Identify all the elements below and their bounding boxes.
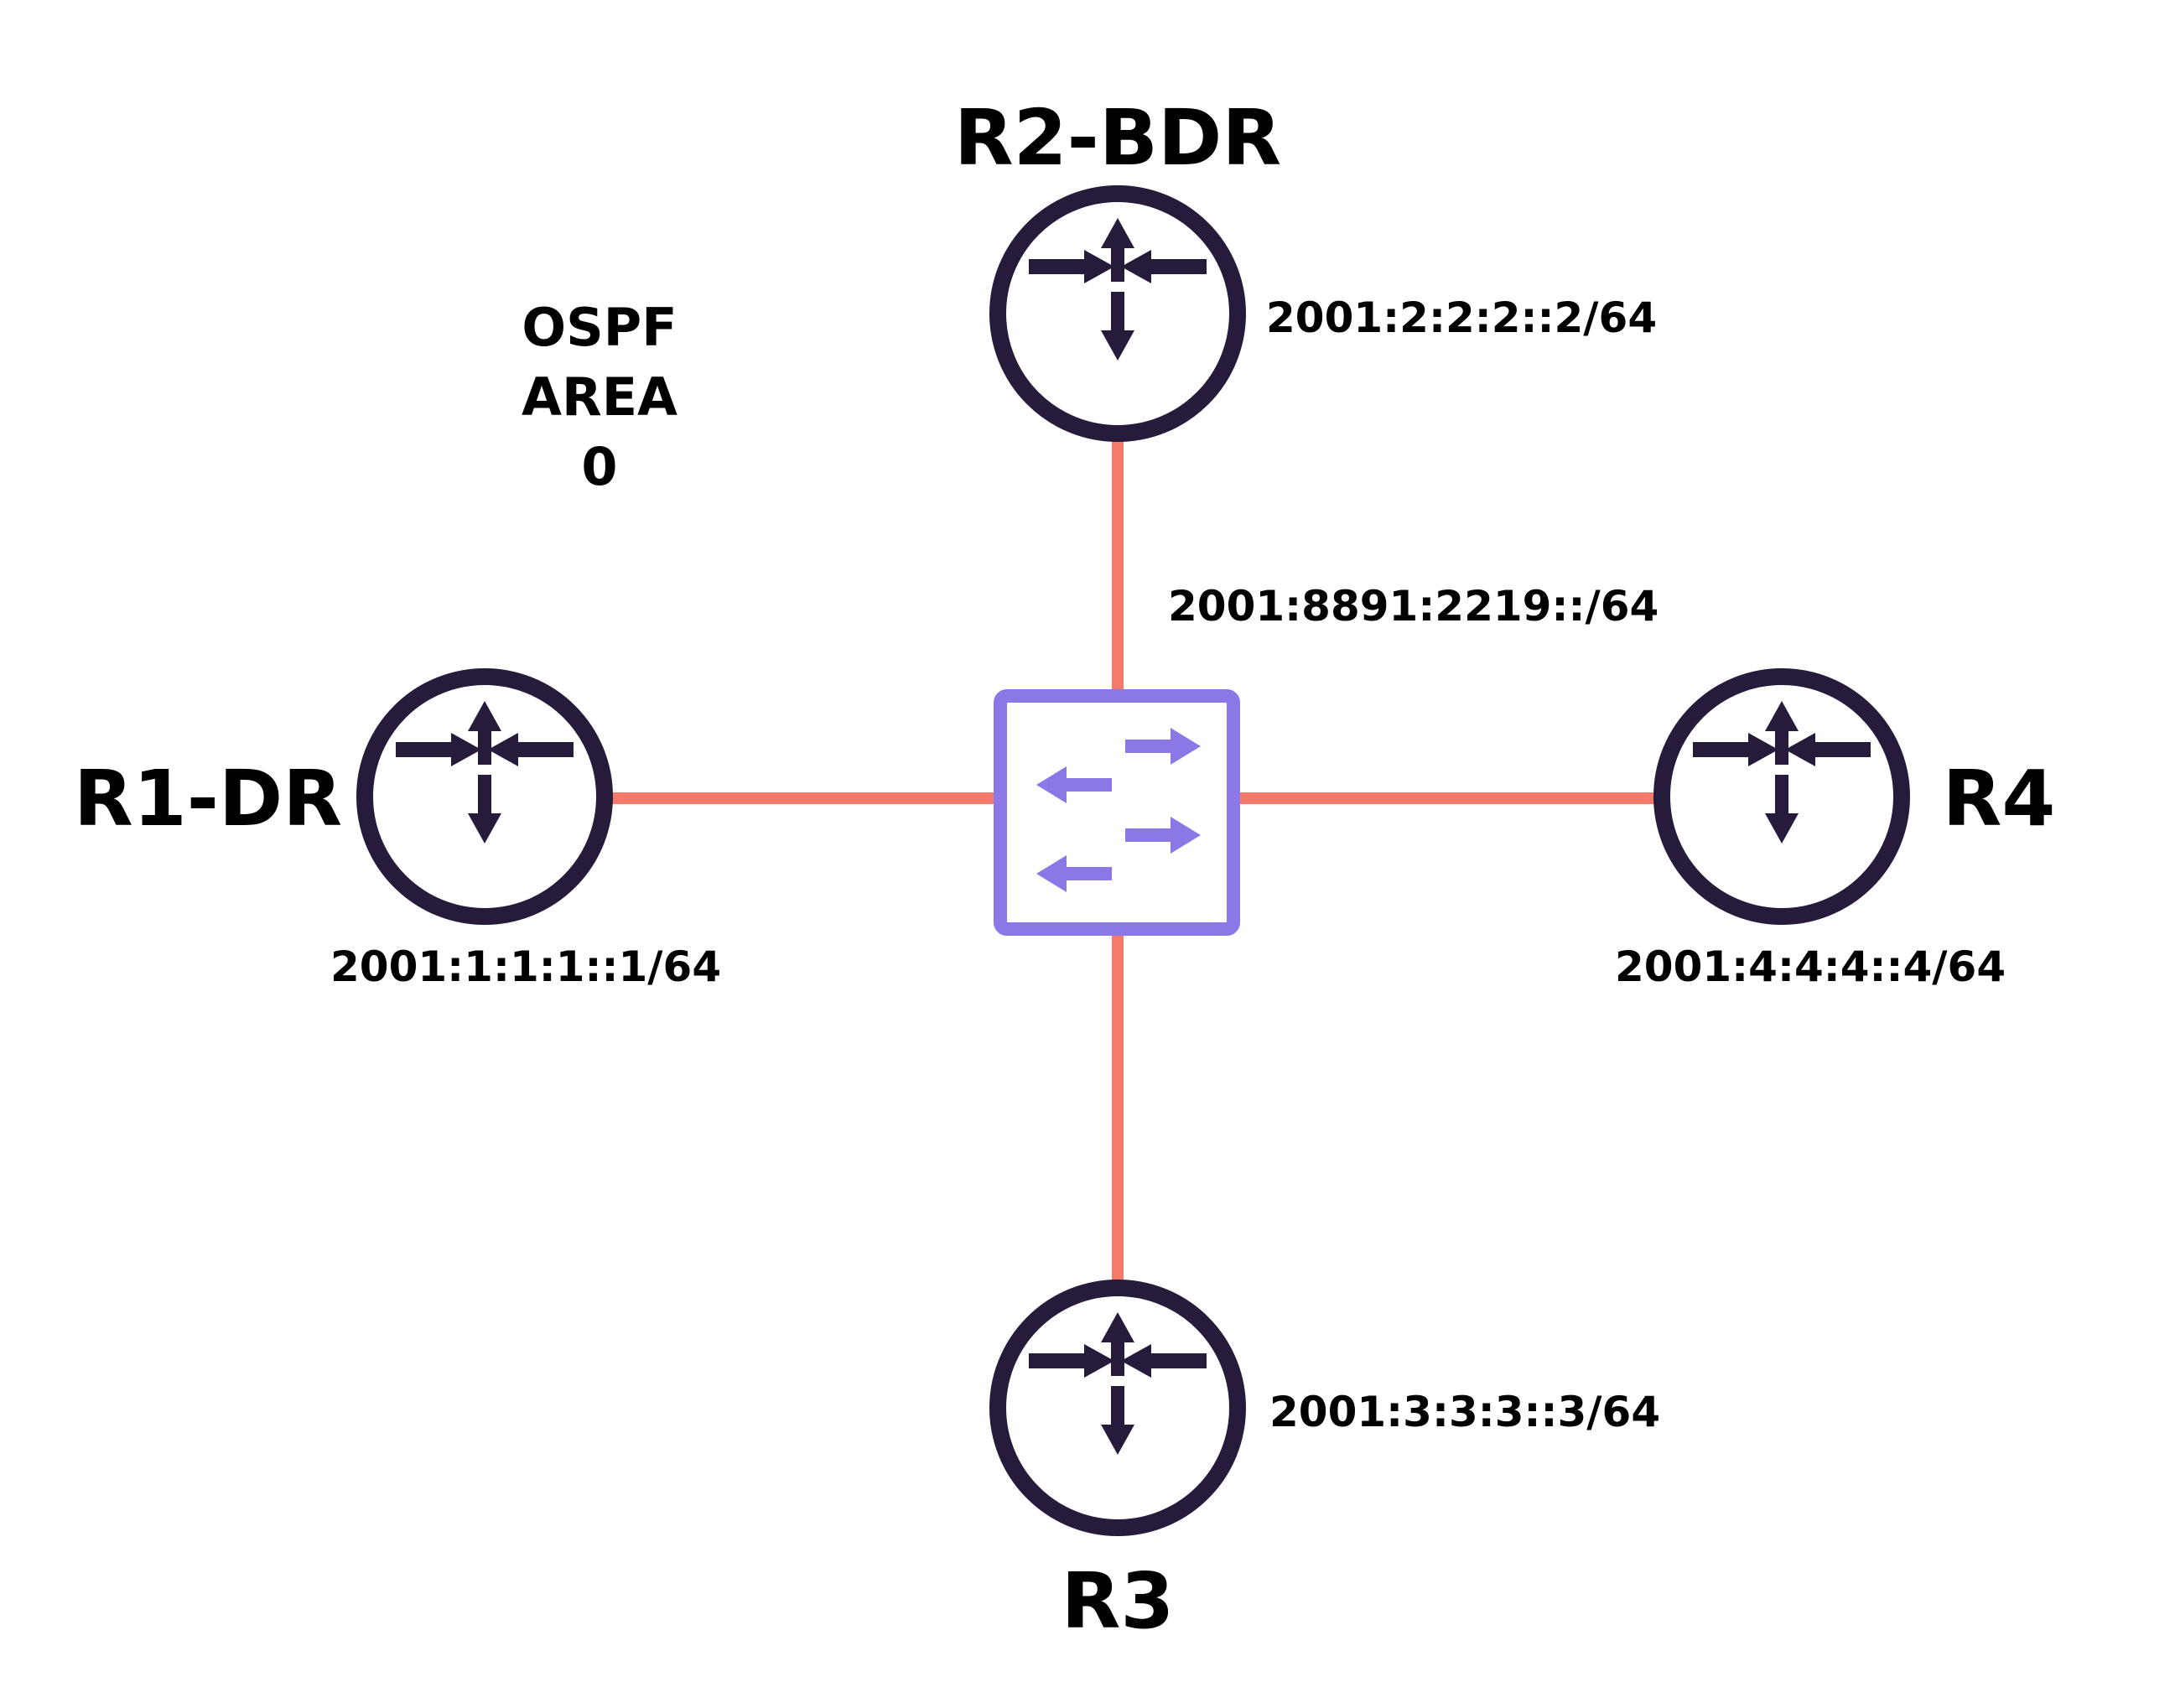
ospf-area-label: OSPF AREA 0 xyxy=(522,297,677,497)
area-line-3: 0 xyxy=(581,436,617,497)
router-name-r3: R3 xyxy=(1062,1556,1175,1646)
router-name-r4: R4 xyxy=(1943,754,2056,844)
router-name-r1: R1-DR xyxy=(74,754,342,844)
router-r4 xyxy=(1653,668,1910,925)
address-segment: 2001:8891:2219::/64 xyxy=(1168,582,1659,631)
area-line-2: AREA xyxy=(522,366,677,428)
address-r2: 2001:2:2:2::2/64 xyxy=(1266,293,1657,342)
area-line-1: OSPF xyxy=(522,297,677,358)
router-r2 xyxy=(989,185,1246,442)
router-r1 xyxy=(356,668,613,925)
router-r3 xyxy=(989,1280,1246,1536)
address-r4: 2001:4:4:4::4/64 xyxy=(1615,942,2006,991)
links xyxy=(609,436,1657,1283)
switch-icon xyxy=(994,689,1240,936)
address-r1: 2001:1:1:1::1/64 xyxy=(330,942,721,991)
address-r3: 2001:3:3:3::3/64 xyxy=(1269,1388,1660,1436)
router-name-r2: R2-BDR xyxy=(954,93,1281,183)
